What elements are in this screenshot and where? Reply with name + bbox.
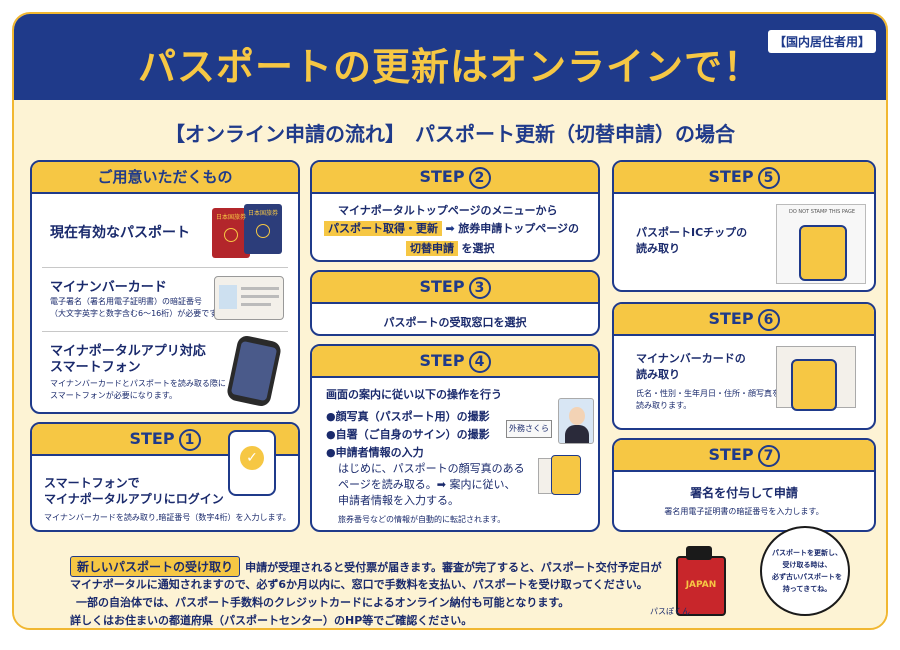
step6-note1: 氏名・性別・生年月日・住所・顔写真を (636, 389, 780, 398)
passport-icon: 日本国旅券 日本国旅券 (212, 204, 292, 260)
prep-heading: ご用意いただくもの (32, 162, 298, 194)
step2-highlight-menu: パスポート取得・更新 (324, 221, 442, 236)
ic-chip-page-icon: DO NOT STAMP THIS PAGE (776, 204, 866, 284)
step7-note: 署名用電子証明書の暗証番号を入力します。 (664, 507, 824, 516)
step1-note: マイナンバーカードを読み取り,暗証番号（数字4桁）を入力します。 (44, 513, 291, 522)
signature-icon: 外務さくら (506, 420, 552, 438)
footer-line1-row: 新しいパスポートの受け取り 申請が受理されると受付票が届きます。審査が完了すると… (70, 556, 662, 577)
face-photo-icon (558, 398, 594, 444)
footer-line2: マイナポータルに通知されますので、必ず6か月以内に、窓口で手数料を支払い、パスポ… (70, 578, 648, 591)
step3-text: パスポートの受取窓口を選択 (383, 316, 527, 329)
passport-scan-icon (538, 455, 581, 495)
prep-smartphone-label2: スマートフォン (50, 360, 141, 375)
footer-line3: 一部の自治体では、パスポート手数料のクレジットカードによるオンライン納付も可能と… (76, 596, 570, 609)
prep-mynumber-note2: （大文字英字と数字含む6～16桁）が必要です。 (50, 309, 225, 318)
step6-line1: マイナンバーカードの (636, 352, 746, 365)
resident-badge: 【国内居住者用】 (767, 30, 876, 53)
prep-passport-label: 現在有効なパスポート (50, 225, 190, 241)
mascot-name: パスぽくん (650, 607, 690, 616)
step1-line2: マイナポータルアプリにログイン (44, 492, 224, 506)
flow-subtitle: 【オンライン申請の流れ】 パスポート更新（切替申請）の場合 (165, 122, 735, 146)
prep-passport-section: 現在有効なパスポート 日本国旅券 日本国旅券 (42, 194, 288, 268)
receipt-tag: 新しいパスポートの受け取り (70, 556, 241, 577)
step2-line2: パスポート取得・更新 ➡ 旅券申請トップページの (324, 220, 579, 236)
prep-smartphone-note1: マイナンバーカードとパスポートを読み取る際に (50, 379, 226, 388)
step4-lead: 画面の案内に従い以下の操作を行う (326, 388, 502, 401)
prep-smartphone-note2: スマートフォンが必要になります。 (50, 391, 177, 400)
step7-line1: 署名を付与して申請 (690, 486, 798, 500)
card-read-icon (776, 346, 856, 411)
prep-smartphone-label1: マイナポータルアプリ対応 (50, 344, 206, 359)
step4-item3: ●申請者情報の入力 (326, 446, 424, 459)
speech-bubble: パスポートを更新し、 受け取る時は、 必ず古いパスポートを 持ってきてね。 (760, 526, 850, 616)
step4-item1: ●顔写真（パスポート用）の撮影 (326, 410, 490, 423)
step4-item2: ●自署（ご自身のサイン）の撮影 (326, 428, 490, 441)
footer-line4: 詳しくはお住まいの都道府県（パスポートセンター）のHP等でご確認ください。 (70, 614, 473, 627)
step5-line1: パスポートICチップの (636, 226, 748, 239)
step2-line3: 切替申請 を選択 (406, 240, 495, 256)
prep-smartphone-section: マイナポータルアプリ対応 スマートフォン マイナンバーカードとパスポートを読み取… (42, 334, 288, 412)
prep-mynumber-label: マイナンバーカード (50, 280, 167, 295)
step6-note2: 読み取ります。 (636, 401, 692, 410)
step4-note: 旅券番号などの情報が自動的に転記されます。 (338, 515, 506, 524)
step4-sub1: はじめに、パスポートの顔写真のある (338, 462, 525, 475)
page-title: パスポートの更新はオンラインで！ (137, 45, 762, 89)
prep-mynumber-section: マイナンバーカード 電子署名（署名用電子証明書）の暗証番号 （大文字英字と数字含… (42, 270, 288, 332)
step1-line1: スマートフォンで (44, 476, 140, 490)
prep-card: ご用意いただくもの 現在有効なパスポート 日本国旅券 日本国旅券 マイナンバーカ… (30, 160, 300, 414)
phone-hand-icon: ✓ (228, 430, 276, 496)
mynumber-card-icon (214, 276, 284, 320)
step6-line2: 読み取り (636, 368, 680, 381)
poster-frame: パスポートの更新はオンラインで！ 【国内居住者用】 【オンライン申請の流れ】 パ… (12, 12, 888, 630)
step4-sub2: ページを読み取る。➡ 案内に従い、 (338, 478, 516, 491)
prep-mynumber-note1: 電子署名（署名用電子証明書）の暗証番号 (50, 297, 202, 306)
header-banner: パスポートの更新はオンラインで！ 【国内居住者用】 (14, 14, 886, 100)
footer-section: 新しいパスポートの受け取り 申請が受理されると受付票が届きます。審査が完了すると… (14, 546, 886, 628)
mascot-icon: JAPAN (672, 546, 736, 626)
footer-line1: 申請が受理されると受付票が届きます。審査が完了すると、パスポート交付予定日が (245, 561, 662, 574)
step5-line2: 読み取り (636, 242, 680, 255)
step2-line1: マイナポータルトップページのメニューから (338, 204, 558, 217)
smartphone-icon (225, 334, 283, 408)
step4-sub3: 申請者情報を入力する。 (338, 494, 459, 507)
step2-highlight-renewal: 切替申請 (406, 241, 458, 256)
